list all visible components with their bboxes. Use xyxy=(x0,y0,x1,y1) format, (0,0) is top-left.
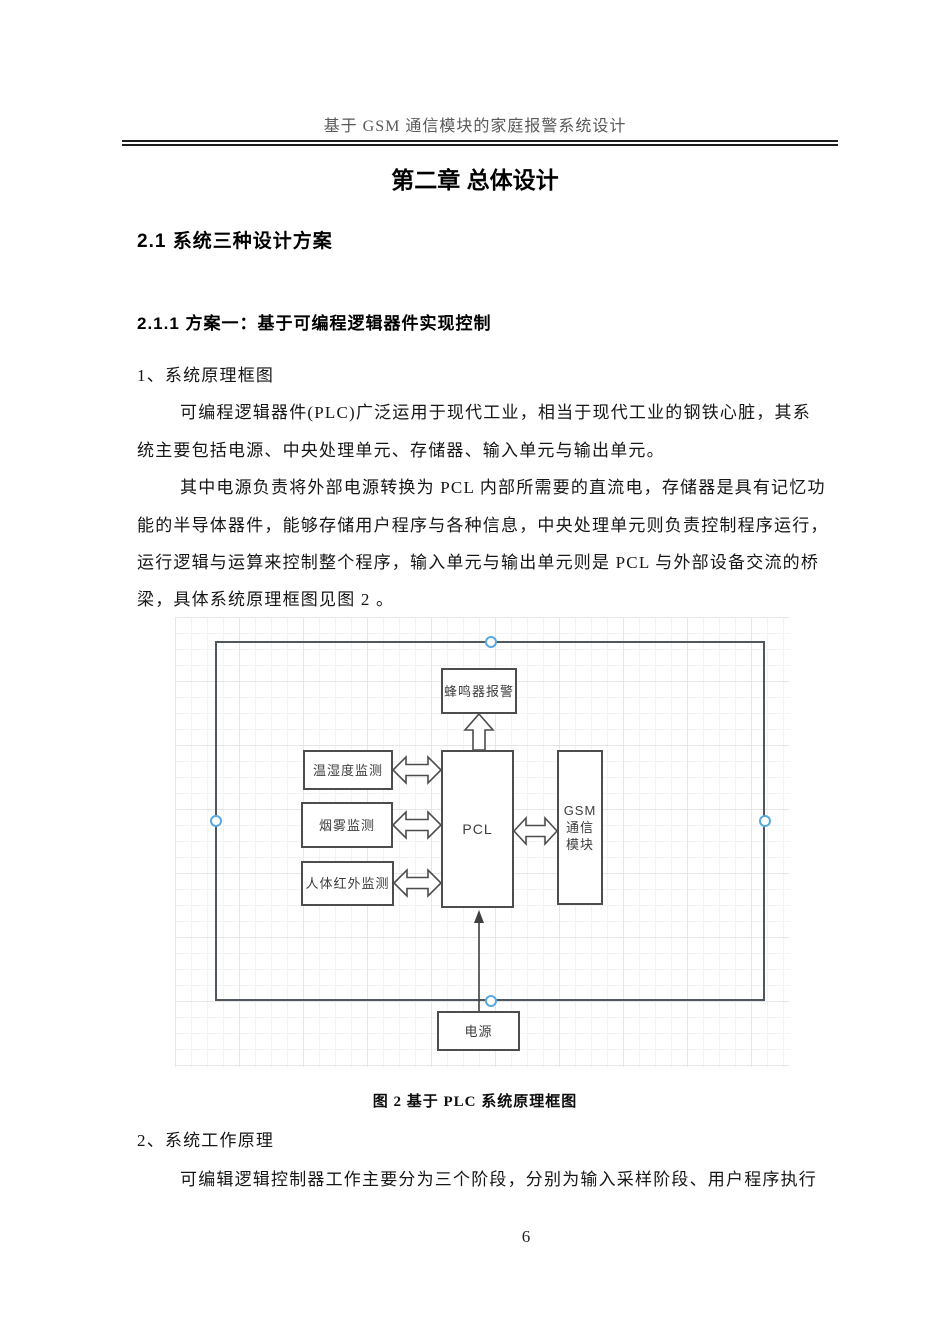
figure-block-diagram: 蜂鸣器报警 温湿度监测 烟雾监测 人体红外监测 PCL GSM 通信 模块 电源 xyxy=(175,617,790,1067)
diagram-box-smoke: 烟雾监测 xyxy=(301,802,393,848)
paragraph-line: 可编程逻辑器件(PLC)广泛运用于现代工业，相当于现代工业的钢铁心脏，其系 xyxy=(180,403,811,423)
double-arrow-icon xyxy=(391,810,443,840)
double-arrow-icon xyxy=(512,815,559,847)
paragraph-line: 可编辑逻辑控制器工作主要分为三个阶段，分别为输入采样阶段、用户程序执行 xyxy=(180,1170,817,1189)
header-double-rule xyxy=(122,140,838,146)
section-title: 2.1 系统三种设计方案 xyxy=(137,231,333,252)
connector-handle xyxy=(210,815,222,827)
double-arrow-icon xyxy=(392,868,443,898)
gsm-label: GSM 通信 模块 xyxy=(563,803,597,852)
paragraph-line: 其中电源负责将外部电源转换为 PCL 内部所需要的直流电，存储器是具有记忆功 xyxy=(180,478,826,498)
connector-handle xyxy=(759,815,771,827)
paragraph-line: 能的半导体器件，能够存储用户程序与各种信息，中央处理单元则负责控制程序运行， xyxy=(137,515,829,535)
body-text-block: 1、系统原理框图 可编程逻辑器件(PLC)广泛运用于现代工业，相当于现代工业的钢… xyxy=(137,357,849,619)
diagram-box-infrared: 人体红外监测 xyxy=(301,861,394,906)
diagram-box-buzzer: 蜂鸣器报警 xyxy=(441,668,517,714)
arrowhead-up-icon xyxy=(474,910,484,923)
figure-caption: 图 2 基于 PLC 系统原理框图 xyxy=(372,1094,578,1110)
diagram-box-temperature: 温湿度监测 xyxy=(303,750,393,790)
diagram-box-power: 电源 xyxy=(437,1011,520,1051)
running-header: 基于 GSM 通信模块的家庭报警系统设计 xyxy=(323,118,627,135)
connector-handle xyxy=(485,995,497,1007)
page-number: 6 xyxy=(521,1227,531,1246)
chapter-title: 第二章 总体设计 xyxy=(391,167,559,193)
list-item-2: 2、系统工作原理 xyxy=(137,1131,275,1150)
block-arrow-up-icon xyxy=(463,712,495,751)
diagram-box-gsm: GSM 通信 模块 xyxy=(557,750,603,905)
connector-handle xyxy=(485,636,497,648)
list-item-1: 1、系统原理框图 xyxy=(137,366,275,385)
diagram-box-plc: PCL xyxy=(441,750,514,908)
paragraph-line: 梁，具体系统原理框图见图 2 。 xyxy=(137,590,395,610)
paragraph-line: 运行逻辑与运算来控制整个程序，输入单元与输出单元则是 PCL 与外部设备交流的桥 xyxy=(137,552,820,572)
paragraph-line: 统主要包括电源、中央处理单元、存储器、输入单元与输出单元。 xyxy=(137,440,665,460)
double-arrow-icon xyxy=(391,755,443,785)
subsection-title: 2.1.1 方案一：基于可编程逻辑器件实现控制 xyxy=(137,314,492,333)
